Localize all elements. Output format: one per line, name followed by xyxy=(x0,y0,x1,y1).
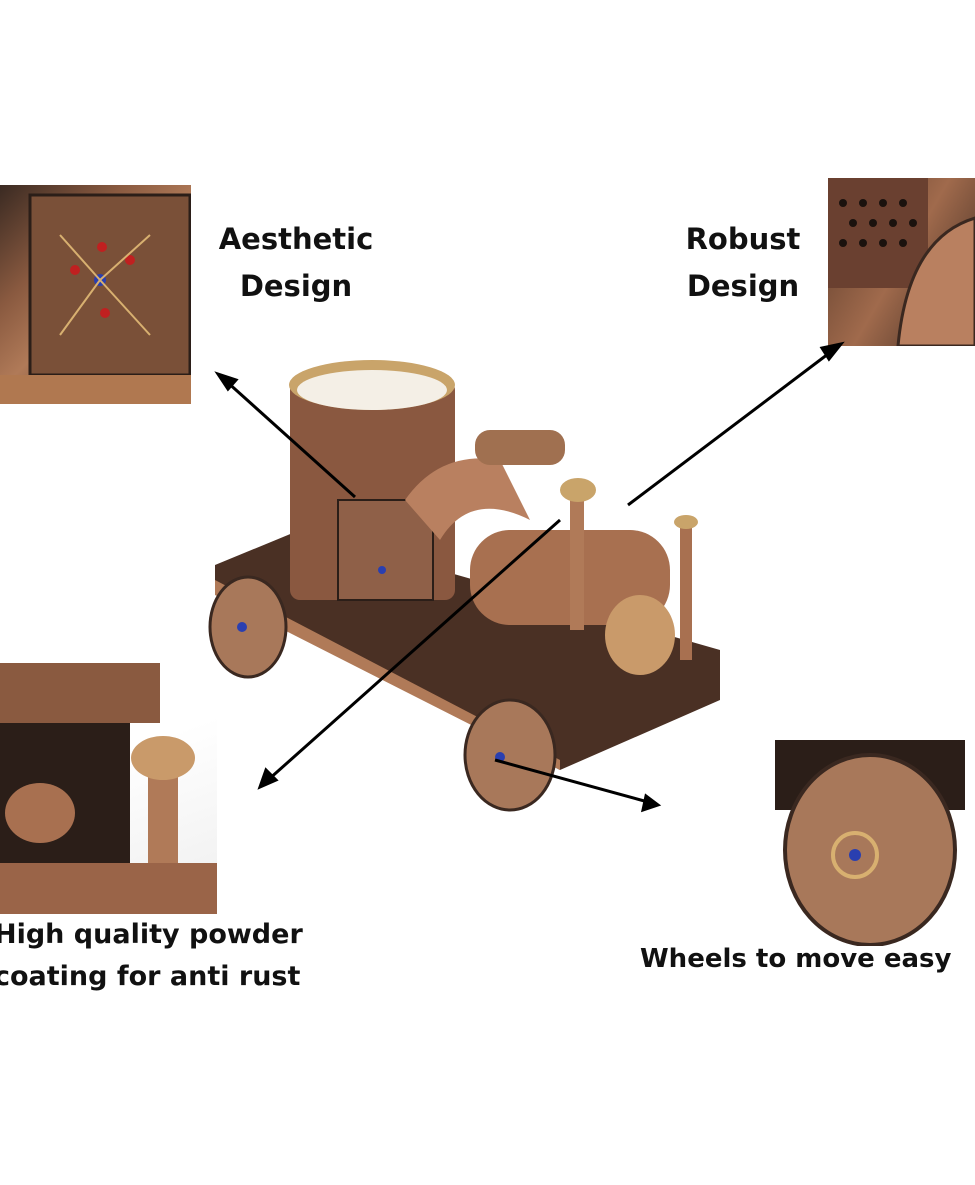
arrowhead-icon xyxy=(640,793,662,813)
arrow-wheels xyxy=(494,758,649,804)
label-line: High quality powder xyxy=(0,919,303,950)
arrow-robust xyxy=(627,349,833,507)
label-line: Wheels to move easy xyxy=(640,944,952,974)
wheel-icon xyxy=(775,740,965,946)
arrow-aesthetic xyxy=(224,379,357,499)
arrow-coating xyxy=(267,518,561,782)
label-line: Aesthetic xyxy=(218,222,374,256)
train-wheels xyxy=(208,575,557,812)
callout-arrows xyxy=(214,341,845,813)
coating-detail-image xyxy=(0,663,217,914)
label-line: coating for anti rust xyxy=(0,961,301,992)
label-line: Design xyxy=(686,269,800,303)
robust-detail-image xyxy=(828,178,975,346)
ornament-pattern-icon xyxy=(0,193,191,404)
chimney-detail-icon xyxy=(0,663,217,914)
perforated-cylinder-icon xyxy=(828,178,975,346)
robust-design-label: Robust Design xyxy=(663,216,823,310)
arrowhead-icon xyxy=(257,767,279,790)
label-line: Design xyxy=(239,269,353,303)
aesthetic-design-label: Aesthetic Design xyxy=(196,216,396,310)
train-body xyxy=(215,360,720,770)
wheels-label: Wheels to move easy xyxy=(640,936,951,983)
arrowhead-icon xyxy=(214,371,239,392)
coating-label: High quality powder coating for anti rus… xyxy=(0,914,303,998)
label-line: Robust xyxy=(685,222,801,256)
aesthetic-detail-image xyxy=(0,185,191,404)
arrowhead-icon xyxy=(819,341,845,362)
wheel-detail-image xyxy=(775,740,965,946)
